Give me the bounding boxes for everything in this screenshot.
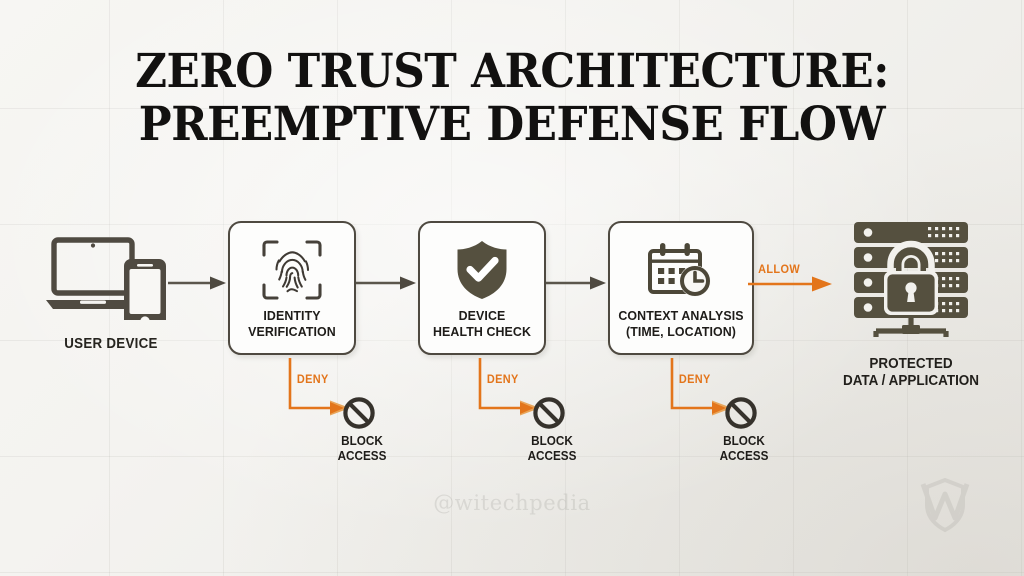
calendar-clock-icon-wrap xyxy=(610,237,752,303)
deny-connector-3 xyxy=(670,358,732,416)
fingerprint-scan-icon xyxy=(262,240,322,300)
protected-data-group: PROTECTED DATA / APPLICATION xyxy=(822,218,1000,398)
stage-card-device-health-check[interactable]: DEVICE HEALTH CHECK xyxy=(418,221,546,355)
fingerprint-scan-icon-wrap xyxy=(230,237,354,303)
arrow-device-to-identity xyxy=(168,276,226,290)
user-device-group: USER DEVICE xyxy=(36,232,186,362)
stage-card-context-analysis[interactable]: CONTEXT ANALYSIS (TIME, LOCATION) xyxy=(608,221,754,355)
block-access-label-3: BLOCK ACCESS xyxy=(719,434,769,463)
shield-check-icon xyxy=(457,241,507,299)
deny-branch-device-health-check: DENY BLOCK ACCESS xyxy=(470,358,590,468)
deny-edge-label-2: DENY xyxy=(486,374,519,386)
deny-connector-1 xyxy=(288,358,350,416)
stage-card-device-health-check-label: DEVICE HEALTH CHECK xyxy=(432,308,531,339)
no-entry-icon-2 xyxy=(533,397,565,429)
deny-branch-context-analysis: DENY BLOCK ACCESS xyxy=(662,358,782,468)
brand-logo-mark xyxy=(920,478,970,533)
deny-edge-label-1: DENY xyxy=(296,374,329,386)
page-title: ZERO TRUST ARCHITECTURE: PREEMPTIVE DEFE… xyxy=(135,44,889,152)
arrow-device-health-to-context xyxy=(546,276,606,290)
deny-connector-2 xyxy=(478,358,540,416)
shield-check-icon-wrap xyxy=(420,237,544,303)
arrow-identity-to-device-health xyxy=(356,276,416,290)
block-access-label-2: BLOCK ACCESS xyxy=(527,434,577,463)
no-entry-icon-3 xyxy=(725,397,757,429)
user-device-label: USER DEVICE xyxy=(64,336,158,352)
allow-arrow-icon xyxy=(748,276,832,292)
laptop-and-phone-icon xyxy=(46,237,166,320)
stage-card-identity-verification-label: IDENTITY VERIFICATION xyxy=(248,308,336,339)
no-entry-icon-1 xyxy=(343,397,375,429)
stage-card-identity-verification[interactable]: IDENTITY VERIFICATION xyxy=(228,221,356,355)
server-lock-icon xyxy=(854,222,968,337)
calendar-clock-icon xyxy=(648,243,711,297)
block-access-label-1: BLOCK ACCESS xyxy=(337,434,387,463)
watermark-handle: @witechpedia xyxy=(433,491,591,515)
allow-edge-label: ALLOW xyxy=(758,264,801,276)
deny-branch-identity-verification: DENY BLOCK ACCESS xyxy=(280,358,400,468)
protected-data-label: PROTECTED DATA / APPLICATION xyxy=(842,356,980,390)
stage-card-context-analysis-label: CONTEXT ANALYSIS (TIME, LOCATION) xyxy=(618,308,744,339)
deny-edge-label-3: DENY xyxy=(678,374,711,386)
